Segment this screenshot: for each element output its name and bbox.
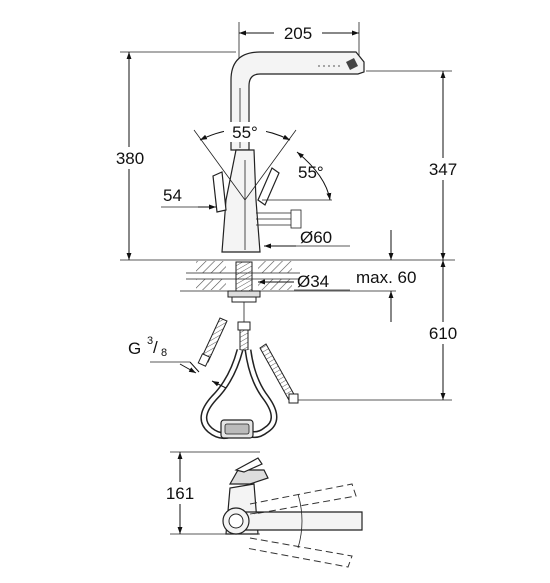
lever-left-position bbox=[212, 171, 227, 213]
dimension-height-161: 161 bbox=[158, 452, 202, 534]
dimension-offset-54: 54 bbox=[161, 186, 216, 210]
connection-numerator: 3 bbox=[147, 335, 153, 347]
dimension-height-347: 347 bbox=[366, 70, 466, 260]
dimension-width-205: 205 bbox=[238, 22, 360, 62]
dimension-angle-right: 55° bbox=[262, 151, 332, 201]
max-thickness-label: max. 60 bbox=[356, 268, 416, 287]
height-side-label: 161 bbox=[166, 484, 194, 503]
threaded-shank bbox=[227, 261, 261, 325]
countertop-section bbox=[120, 259, 455, 292]
offset-label: 54 bbox=[163, 186, 182, 205]
dimension-angle-left: 55° bbox=[193, 122, 297, 201]
angle-right-label: 55° bbox=[298, 163, 324, 182]
supply-hose-left bbox=[197, 317, 228, 367]
connection-label-g38: G 3 / 8 bbox=[128, 335, 227, 389]
height-spout-label: 347 bbox=[429, 160, 457, 179]
connection-slash: / bbox=[153, 338, 158, 357]
supply-hose-right bbox=[259, 343, 299, 404]
diameter-hole-label: Ø34 bbox=[297, 272, 329, 291]
dimension-diameter-34: Ø34 bbox=[258, 272, 350, 291]
dimension-diameter-60: Ø60 bbox=[264, 228, 350, 249]
height-total-label: 380 bbox=[116, 149, 144, 168]
faucet-body bbox=[221, 149, 261, 253]
connection-denominator: 8 bbox=[161, 347, 167, 359]
dimension-max-60: max. 60 bbox=[356, 230, 416, 322]
width-label: 205 bbox=[284, 24, 312, 43]
connection-g-label: G bbox=[128, 339, 141, 358]
lever-right-position bbox=[257, 167, 280, 206]
pull-out-hose bbox=[200, 321, 278, 439]
dimension-hose-610: 610 bbox=[296, 260, 466, 401]
diameter-base-label: Ø60 bbox=[300, 228, 332, 247]
spray-indicator bbox=[256, 209, 302, 229]
hose-length-label: 610 bbox=[429, 324, 457, 343]
side-view bbox=[170, 451, 363, 568]
angle-left-label: 55° bbox=[232, 123, 258, 142]
dimension-height-380: 380 bbox=[108, 51, 236, 260]
